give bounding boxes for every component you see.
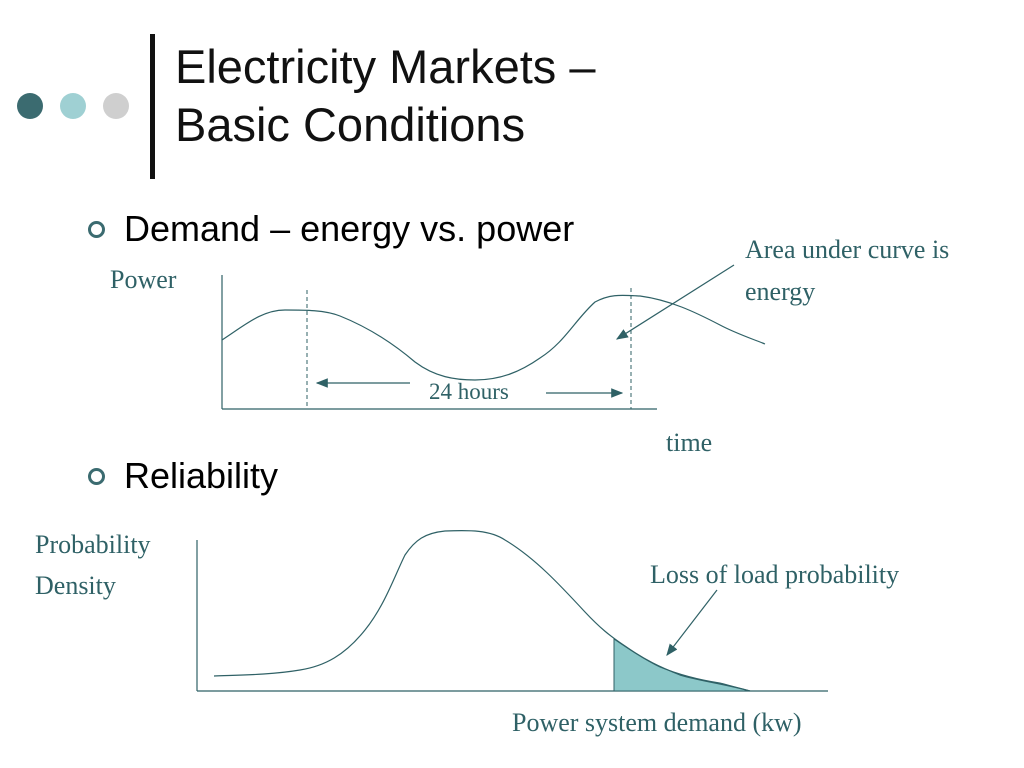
title-divider — [150, 34, 155, 179]
decorative-dot-dark — [17, 93, 43, 119]
reliability-chart — [196, 529, 828, 692]
reliability-xlabel: Power system demand (kw) — [512, 708, 802, 737]
bullet-ring-icon — [88, 467, 105, 485]
decorative-dot-grey — [103, 93, 129, 119]
span-label: 24 hours — [429, 379, 509, 404]
lolp-shaded-area — [613, 638, 751, 692]
lolp-pointer-arrow — [666, 589, 718, 656]
demand-chart — [221, 264, 766, 410]
slide-title-line1: Electricity Markets – — [175, 40, 596, 93]
bullet-reliability: Reliability — [88, 455, 278, 497]
slide-title: Electricity Markets – Basic Conditions — [175, 38, 595, 154]
energy-pointer-arrow — [615, 264, 735, 340]
energy-annotation-line2: energy — [745, 277, 816, 306]
bullet-demand: Demand – energy vs. power — [88, 208, 574, 250]
reliability-ylabel-line1: Probability — [35, 530, 151, 559]
bullet-text: Reliability — [124, 455, 279, 496]
demand-ylabel: Power — [110, 265, 177, 294]
demand-curve — [221, 294, 766, 381]
demand-xlabel: time — [666, 428, 713, 457]
slide-title-line2: Basic Conditions — [175, 98, 526, 151]
probability-density-curve — [213, 529, 751, 692]
bullet-ring-icon — [88, 220, 105, 238]
reliability-ylabel-line2: Density — [35, 571, 116, 600]
bullet-text: Demand – energy vs. power — [124, 208, 575, 249]
lolp-annotation: Loss of load probability — [650, 560, 900, 589]
decorative-dot-light — [60, 93, 86, 119]
energy-annotation-line1: Area under curve is — [745, 235, 950, 264]
